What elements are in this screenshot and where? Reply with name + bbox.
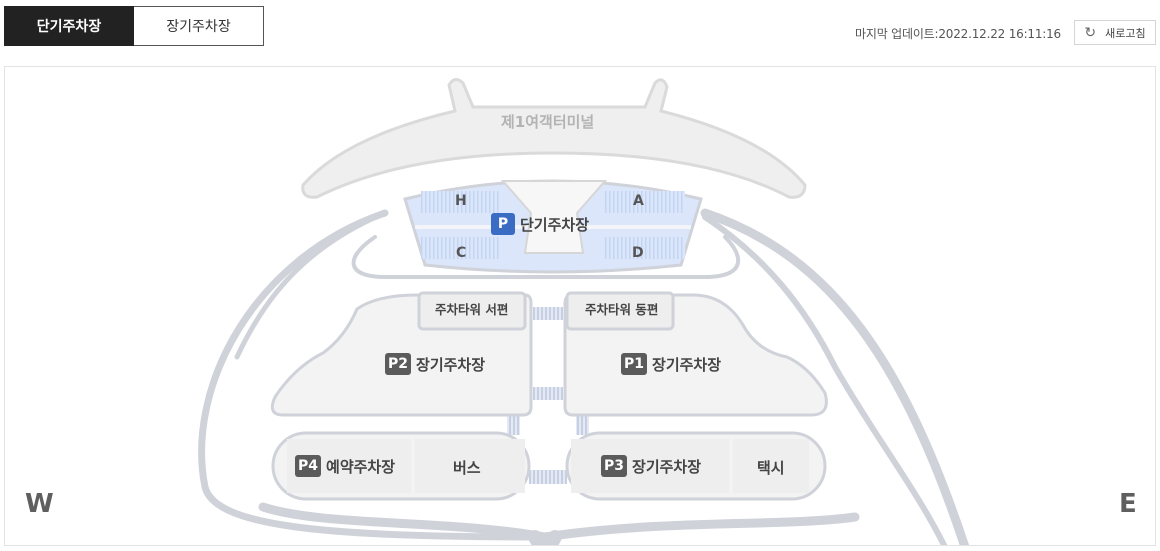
parking-p-badge: P (491, 213, 515, 235)
last-update-label: 마지막 업데이트: (855, 27, 939, 41)
p3-badge: P3 (601, 455, 628, 477)
last-update-time: 2022.12.22 16:11:16 (938, 27, 1061, 41)
gate-h-label: H (455, 193, 467, 209)
p4-reserved-parking[interactable]: P4 예약주차장 (295, 455, 395, 477)
gate-c-label: C (456, 245, 467, 261)
p4-badge: P4 (295, 455, 322, 477)
refresh-label: 새로고침 (1105, 26, 1146, 40)
parking-map: 제1여객터미널 H A C D P 단기주차장 주차타워 서편 주차타워 동편 … (4, 66, 1156, 546)
tower-west-label[interactable]: 주차타워 서편 (435, 302, 509, 317)
p2-long-term-parking[interactable]: P2 장기주차장 (385, 353, 485, 375)
short-term-label: 단기주차장 (520, 215, 590, 234)
refresh-icon: ↻ (1084, 24, 1097, 41)
compass-west: W (25, 489, 54, 519)
refresh-button[interactable]: ↻ 새로고침 (1074, 20, 1156, 45)
p1-badge: P1 (621, 353, 648, 375)
last-update: 마지막 업데이트:2022.12.22 16:11:16 (855, 25, 1061, 42)
terminal-building (301, 78, 807, 199)
bus-label: 버스 (453, 459, 481, 477)
taxi-label: 택시 (757, 459, 785, 477)
p3-label: 장기주차장 (632, 457, 702, 476)
gate-a-label: A (633, 193, 644, 209)
p1-label: 장기주차장 (652, 355, 722, 374)
tab-long-term[interactable]: 장기주차장 (134, 6, 264, 46)
p2-badge: P2 (385, 353, 412, 375)
tab-short-term[interactable]: 단기주차장 (4, 6, 134, 46)
terminal-label: 제1여객터미널 (501, 113, 595, 131)
short-term-building (403, 179, 703, 274)
p3-long-term-parking[interactable]: P3 장기주차장 (601, 455, 701, 477)
tower-east-label[interactable]: 주차타워 동편 (585, 302, 659, 317)
map-drawing (198, 78, 970, 545)
parking-type-tabs: 단기주차장 장기주차장 (4, 6, 264, 46)
p1-long-term-parking[interactable]: P1 장기주차장 (621, 353, 721, 375)
p2-label: 장기주차장 (416, 355, 486, 374)
p4-label: 예약주차장 (326, 457, 396, 476)
compass-east: E (1119, 489, 1137, 519)
short-term-parking[interactable]: P 단기주차장 (491, 213, 589, 235)
gate-d-label: D (632, 245, 644, 261)
